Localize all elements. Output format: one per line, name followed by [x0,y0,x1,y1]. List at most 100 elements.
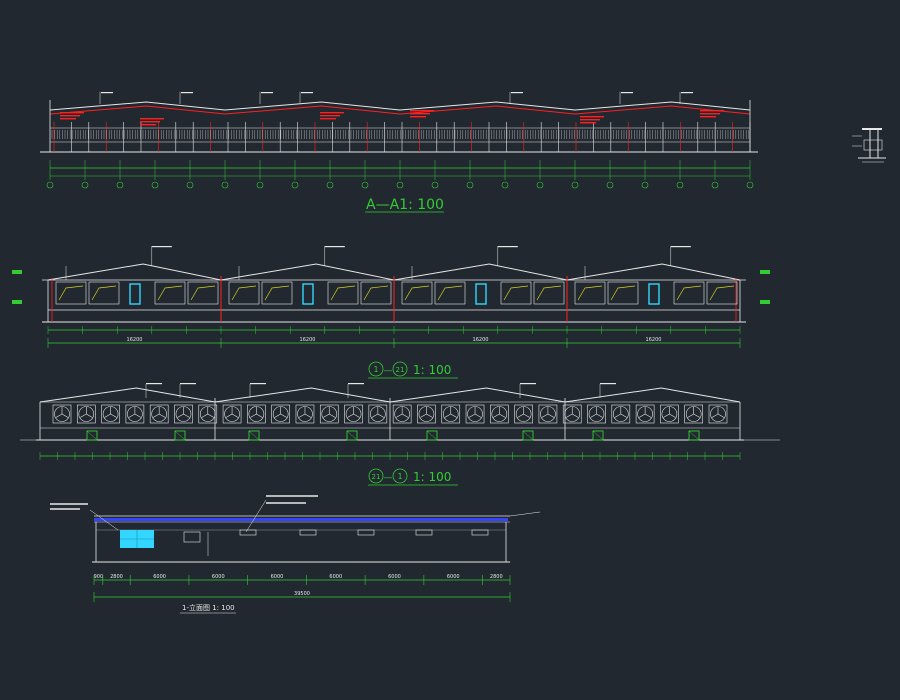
grid-axis-bubble-icon [186,181,194,189]
grid-axis-bubble-icon [46,181,54,189]
window-icon [357,529,375,536]
segment-dimension-label: 6000 [447,574,460,580]
segment-dimension-label: 6000 [153,574,166,580]
grid-axis-bubble-icon [396,181,404,189]
svg-text:1: 1 [397,472,402,481]
fan-icon [271,404,290,424]
grid-axis-bubble-icon [641,181,649,189]
fan-icon [125,404,145,424]
elevation-21-1-drawing [20,383,780,460]
grid-axis-bubble-icon [606,181,614,189]
fan-icon [295,404,315,424]
fan-icon [562,404,582,424]
fan-icon [465,404,485,424]
segment-dimension-label: 6000 [212,574,225,580]
door-icon [688,430,700,441]
window-icon [471,529,489,536]
fan-icon [222,404,242,424]
grid-axis-bubble-icon [711,181,719,189]
window-icon [327,281,359,305]
door-icon [522,430,534,441]
fan-icon [611,404,631,424]
fan-icon [368,404,388,424]
window-icon [415,529,433,536]
elevation-21-1-title: 21 — 1 1: 100 [368,468,458,486]
fan-icon [417,404,436,424]
door-icon [426,430,438,441]
grid-axis-bubble-icon [536,181,544,189]
segment-dimension-label: 2800 [490,574,503,580]
fan-icon [149,404,169,424]
window-icon [401,281,433,305]
grid-axis-bubble-icon [571,181,579,189]
grid-axis-bubble-icon [81,181,89,189]
side-elevation-title: 1-立面图 1: 100 [182,603,235,612]
door-icon [648,283,660,305]
svg-text:1: 100: 1: 100 [413,363,451,377]
window-icon [239,529,257,536]
segment-dimension-label: 6000 [329,574,342,580]
window-icon [574,281,606,305]
segment-dimension-label: 2800 [110,574,123,580]
fan-icon [392,404,412,424]
window-icon [154,281,186,305]
roof-band [94,518,508,521]
svg-text:21: 21 [396,366,405,374]
door-icon [86,430,98,441]
window-icon [261,281,293,305]
fan-icon [441,404,461,424]
window-icon [55,281,87,305]
window-icon [88,281,120,305]
fan-icon [684,404,704,424]
fan-icon [319,404,339,424]
bay-dimension-label: 16200 [646,337,662,343]
section-a-a-title: A—A1: 100 [366,197,444,213]
window-icon [299,529,317,536]
total-dimension-label: 39500 [294,591,310,597]
fan-icon [538,404,558,424]
window-icon [706,281,738,305]
door-icon [346,430,358,441]
door-icon [592,430,604,441]
svg-text:1: 100: 1: 100 [413,470,451,484]
fan-icon [174,404,193,424]
door-icon [475,283,487,305]
bay-dimension-label: 16200 [127,337,143,343]
section-roof-red-line [49,105,751,115]
grid-axis-bubble-icon [326,181,334,189]
grid-axis-bubble-icon [466,181,474,189]
grid-axis-bubble-icon [221,181,229,189]
fan-icon [344,404,363,424]
svg-text:1: 1 [373,365,378,374]
window-icon [228,281,260,305]
bay-dimension-label: 16200 [473,337,489,343]
door-icon [174,430,186,441]
fan-icon [514,404,533,424]
window-icon [187,281,219,305]
small-detail-drawing [852,128,886,163]
door-icon [248,430,260,441]
door-icon [183,531,201,543]
svg-text:—: — [384,366,393,376]
fan-icon [660,404,679,424]
window-icon [500,281,532,305]
window-icon [360,281,392,305]
door-icon [129,283,141,305]
section-roof-line [49,101,751,111]
svg-text:—: — [384,473,393,483]
grid-axis-bubble-icon [431,181,439,189]
segment-dimension-label: 6000 [388,574,401,580]
grid-axis-bubble-icon [116,181,124,189]
bay-dimension-label: 16200 [300,337,316,343]
grid-axis-bubble-icon [256,181,264,189]
grid-axis-bubble-icon [676,181,684,189]
window-icon [434,281,466,305]
grid-axis-bubble-icon [151,181,159,189]
section-a-a-drawing [40,92,758,189]
fan-icon [101,404,120,424]
svg-text:21: 21 [372,473,381,481]
segment-dimension-label: 6000 [271,574,284,580]
window-icon [607,281,639,305]
